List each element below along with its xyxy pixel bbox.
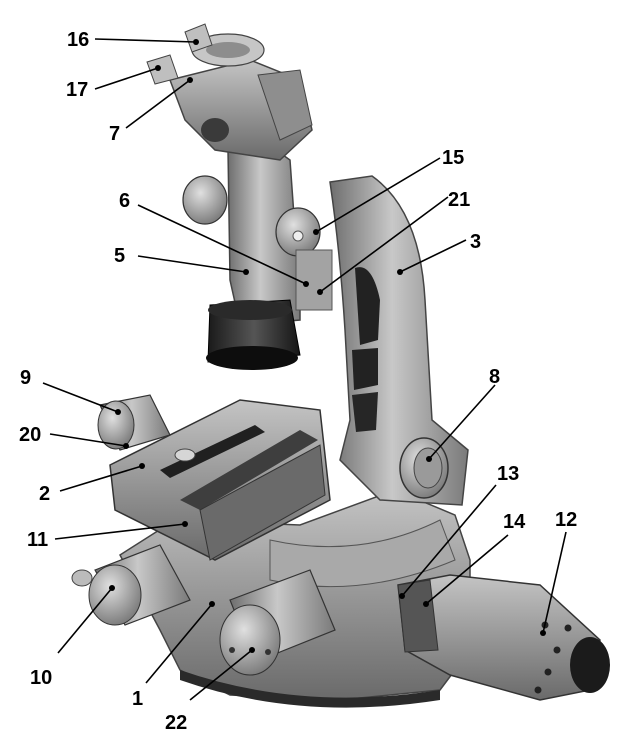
focus-knob <box>399 437 449 499</box>
callout-8: 8 <box>489 366 500 388</box>
callout-6: 6 <box>119 190 130 212</box>
eyepiece-head <box>146 23 313 161</box>
callout-15: 15 <box>442 147 464 169</box>
callout-14: 14 <box>503 511 526 533</box>
callout-21: 21 <box>448 189 470 211</box>
front-knob <box>219 569 336 676</box>
column-arm <box>329 175 469 506</box>
left-micrometer <box>71 544 191 626</box>
callout-labels: 16 17 7 15 6 21 5 3 9 8 20 13 2 12 14 11… <box>19 29 577 734</box>
callout-10: 10 <box>30 667 52 689</box>
callout-20: 20 <box>19 424 41 446</box>
callout-13: 13 <box>497 463 519 485</box>
callout-11: 11 <box>27 529 48 551</box>
callout-5: 5 <box>114 245 125 267</box>
callout-2: 2 <box>39 483 50 505</box>
callout-12: 12 <box>555 509 577 531</box>
leader-lines <box>42 38 567 701</box>
body-tube <box>182 139 301 370</box>
callout-1: 1 <box>132 688 143 710</box>
callout-22: 22 <box>165 712 187 734</box>
leader-endpoints <box>109 39 546 653</box>
callout-9: 9 <box>20 367 31 389</box>
callout-7: 7 <box>109 123 120 145</box>
stage <box>109 399 331 561</box>
callout-16: 16 <box>67 29 89 51</box>
instrument-illustration <box>71 23 610 708</box>
callout-3: 3 <box>470 231 481 253</box>
stage-micrometer <box>97 394 171 451</box>
callout-17: 17 <box>66 79 88 101</box>
